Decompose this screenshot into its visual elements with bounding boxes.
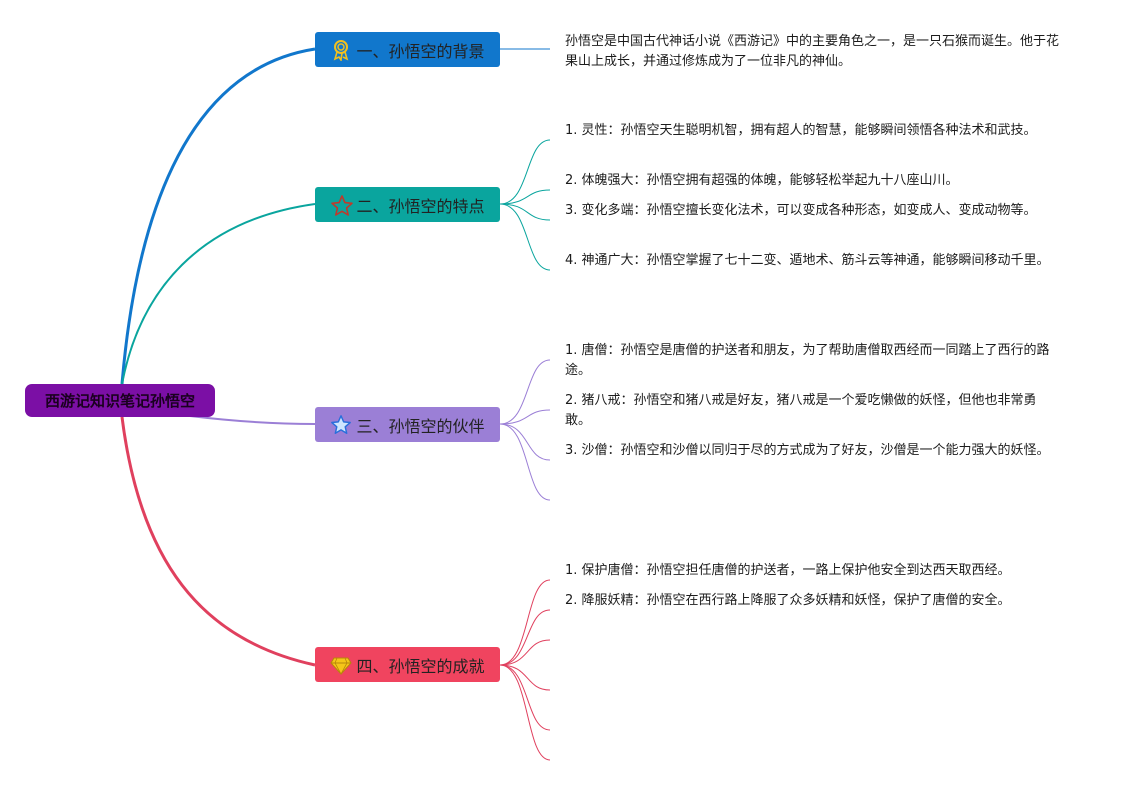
award-ribbon-icon: [330, 39, 352, 62]
root-to-branch-3-line: [189, 415, 316, 425]
branch-label: 三、孙悟空的伙伴: [356, 416, 485, 436]
root-to-branch-1-line: [120, 47, 316, 385]
branch-companions[interactable]: 三、孙悟空的伙伴: [315, 407, 500, 442]
leaf-text: 孙悟空是中国古代神话小说《西游记》中的主要角色之一，是一只石猴而诞生。他于花果山…: [565, 34, 1060, 69]
branch-3-leaf-line-3: [499, 423, 551, 461]
branch-label: 二、孙悟空的特点: [356, 196, 485, 216]
branch-4-leaf-line-4: [499, 664, 551, 691]
leaf-text: 3. 沙僧：孙悟空和沙僧以同归于尽的方式成为了好友，沙僧是一个能力强大的妖怪。: [565, 443, 1050, 458]
leaf-text: 3. 变化多端：孙悟空擅长变化法术，可以变成各种形态，如变成人、变成动物等。: [565, 203, 1037, 218]
branch-3-leaf-line-1: [499, 359, 551, 425]
leaf-text: 2. 体魄强大：孙悟空拥有超强的体魄，能够轻松举起九十八座山川。: [565, 173, 959, 188]
branch-2-leaf-line-3: [499, 203, 551, 221]
leaf-text: 2. 猪八戒：孙悟空和猪八戒是好友，猪八戒是一个爱吃懒做的妖怪，但他也非常勇敢。: [565, 393, 1037, 428]
branch-4-leaf-line-6: [499, 664, 551, 761]
branch-label: 四、孙悟空的成就: [356, 656, 485, 676]
branch-2-leaf-line-4: [499, 203, 551, 271]
leaf-text: 1. 保护唐僧：孙悟空担任唐僧的护送者，一路上保护他安全到达西天取西经。: [565, 563, 1011, 578]
branch-traits[interactable]: 二、孙悟空的特点: [315, 187, 500, 222]
branch-2-leaf-line-2: [499, 189, 551, 205]
branch-4-leaf-line-2: [499, 609, 551, 666]
leaf-text: 1. 灵性：孙悟空天生聪明机智，拥有超人的智慧，能够瞬间领悟各种法术和武技。: [565, 123, 1037, 138]
leaf-text: 4. 神通广大：孙悟空掌握了七十二变、遁地术、筋斗云等神通，能够瞬间移动千里。: [565, 253, 1050, 268]
branch-3-leaf-line-2: [499, 409, 551, 425]
branch-achievements[interactable]: 四、孙悟空的成就: [315, 647, 500, 682]
leaf-text: 2. 降服妖精：孙悟空在西行路上降服了众多妖精和妖怪，保护了唐僧的安全。: [565, 593, 1011, 608]
root-to-branch-4-line: [120, 416, 316, 667]
branch-4-leaf-line-5: [499, 664, 551, 731]
branch-4-leaf-line-3: [499, 639, 551, 666]
branch-3-leaf-line-4: [499, 423, 551, 501]
branch-label: 一、孙悟空的背景: [356, 41, 485, 61]
diamond-icon: [330, 654, 353, 676]
branch-background[interactable]: 一、孙悟空的背景: [315, 32, 500, 67]
star-outline-icon: [330, 194, 354, 216]
root-topic-label: 西游记知识笔记孙悟空: [44, 392, 195, 410]
leaf-text: 1. 唐僧：孙悟空是唐僧的护送者和朋友，为了帮助唐僧取西经而一同踏上了西行的路途…: [565, 343, 1050, 378]
branch-2-leaf-line-1: [499, 139, 551, 205]
star-icon: [330, 414, 352, 436]
root-topic[interactable]: 西游记知识笔记孙悟空: [25, 384, 215, 417]
branch-4-leaf-line-1: [499, 579, 551, 666]
root-to-branch-2-line: [121, 203, 316, 385]
